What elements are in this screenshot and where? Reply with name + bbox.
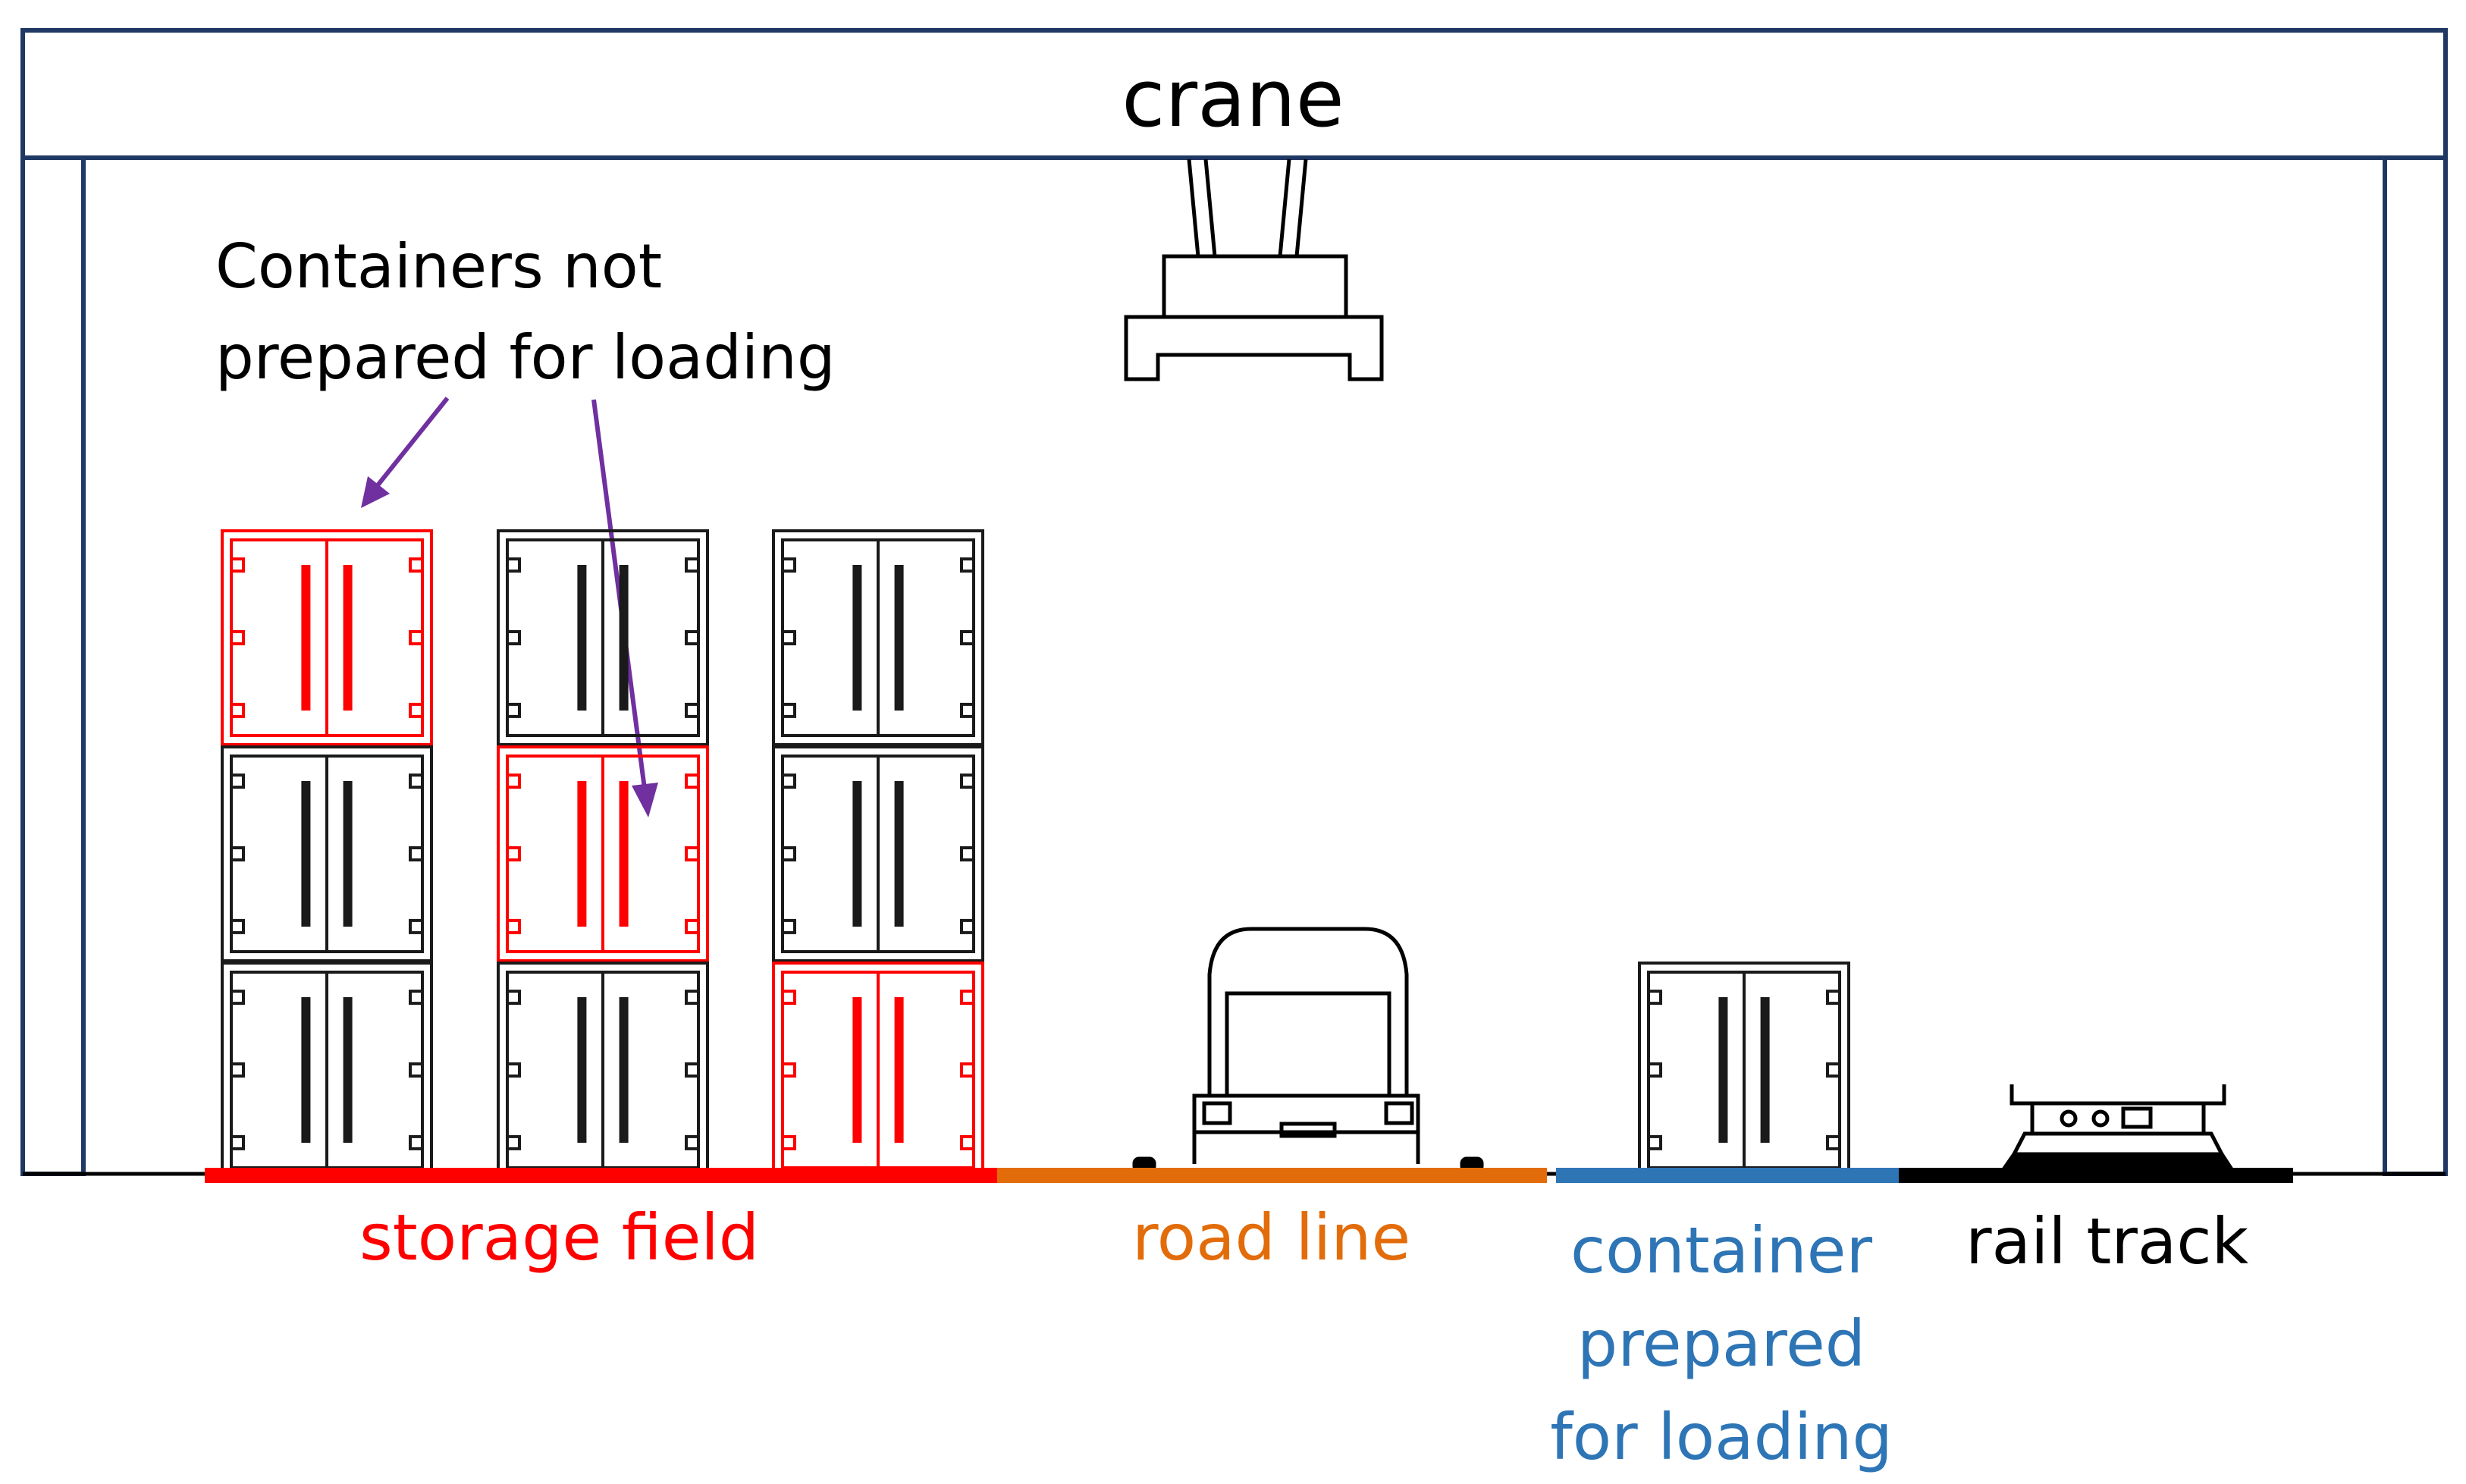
- truck-icon: [1132, 927, 1484, 1173]
- container-icon: [497, 745, 709, 962]
- container-icon: [772, 745, 984, 962]
- annotation-arrow-2-head: [632, 783, 658, 817]
- container-icon: [772, 529, 984, 746]
- crane-gantry: [20, 28, 2448, 1176]
- container-icon: [1638, 962, 1850, 1178]
- ground: [23, 1168, 2446, 1183]
- crane-label: crane: [1122, 52, 1344, 145]
- crane-right-leg: [2383, 155, 2448, 1176]
- annotation-arrow-2: [591, 399, 647, 789]
- rail-wagon-icon: [1998, 1084, 2237, 1174]
- annotation-line-2: prepared for loading: [215, 322, 836, 393]
- prepared-zone-label: container prepared for loading: [1532, 1204, 1911, 1484]
- annotation-arrows: [361, 397, 658, 817]
- prepared-zone-bar: [1556, 1168, 1899, 1183]
- rail-track-bar: [1899, 1168, 2293, 1183]
- road-line-bar: [997, 1168, 1547, 1183]
- road-line-label: road line: [1132, 1200, 1411, 1275]
- prepared-zone-label-line-2: prepared: [1577, 1307, 1866, 1381]
- container-icon: [497, 529, 709, 746]
- prepared-zone-label-line-1: container: [1570, 1213, 1872, 1288]
- container-icon: [221, 745, 433, 962]
- containers-layer: [221, 529, 1850, 1178]
- annotation-line-1: Containers not: [215, 231, 663, 302]
- annotation-arrow-1-head: [361, 476, 390, 508]
- annotation-arrow-1: [375, 397, 450, 487]
- storage-field-bar: [205, 1168, 997, 1183]
- prepared-zone-label-line-3: for loading: [1550, 1400, 1893, 1474]
- crane-spreader-icon: [1124, 158, 1384, 381]
- container-icon: [221, 529, 433, 746]
- crane-beam: [20, 28, 2448, 160]
- container-icon: [221, 962, 433, 1178]
- rail-track-label: rail track: [1966, 1204, 2249, 1278]
- container-icon: [497, 962, 709, 1178]
- container-icon: [772, 962, 984, 1178]
- crane-left-leg: [20, 155, 86, 1176]
- storage-field-label: storage field: [359, 1200, 760, 1275]
